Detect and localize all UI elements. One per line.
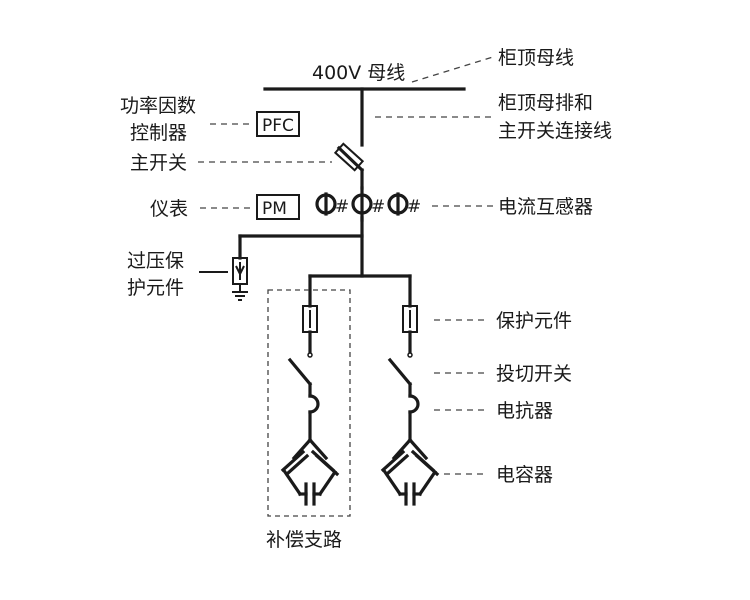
overvoltage-label-1: 过压保 <box>127 250 184 272</box>
compensation-branch-box <box>267 289 351 517</box>
protection-element-label: 保护元件 <box>496 310 572 332</box>
svg-text:#: # <box>407 197 421 217</box>
pfc-controller-label-1: 功率因数 <box>120 95 196 117</box>
svg-text:#: # <box>371 197 385 217</box>
top-bus-connection-label-2: 主开关连接线 <box>498 120 612 142</box>
leader-cabinet-top-busbar <box>411 56 494 83</box>
cabinet-top-busbar-label: 柜顶母线 <box>498 47 574 69</box>
switching-switch-label: 投切开关 <box>496 363 572 385</box>
meter-label: 仪表 <box>150 198 188 220</box>
capacitor-label: 电容器 <box>496 464 553 486</box>
right-branch <box>380 274 440 506</box>
main-switch-symbol <box>333 142 365 173</box>
overvoltage-protector-symbol <box>232 257 248 285</box>
pfc-box <box>256 111 300 137</box>
top-bus-connection-label-1: 柜顶母排和 <box>498 92 593 114</box>
left-branch <box>280 274 340 506</box>
right-switch-blade <box>387 357 413 387</box>
pm-box <box>256 194 300 220</box>
left-switch-blade <box>287 357 313 387</box>
current-transformer-label: 电流互感器 <box>498 196 593 218</box>
busbar-label: 400V 母线 <box>312 62 405 84</box>
pfc-box-label: PFC <box>262 116 294 136</box>
left-reactor <box>308 394 320 414</box>
pfc-controller-label-2: 控制器 <box>130 122 187 144</box>
main-switch-label: 主开关 <box>130 152 187 174</box>
pm-box-label: PM <box>262 199 287 219</box>
right-reactor <box>408 394 420 414</box>
overvoltage-label-2: 护元件 <box>127 277 184 299</box>
svg-text:#: # <box>335 197 349 217</box>
reactor-label: 电抗器 <box>496 400 553 422</box>
current-transformer-symbols: # # # <box>315 186 421 222</box>
compensation-branch-label: 补偿支路 <box>266 529 342 551</box>
ground-icon <box>232 284 248 301</box>
